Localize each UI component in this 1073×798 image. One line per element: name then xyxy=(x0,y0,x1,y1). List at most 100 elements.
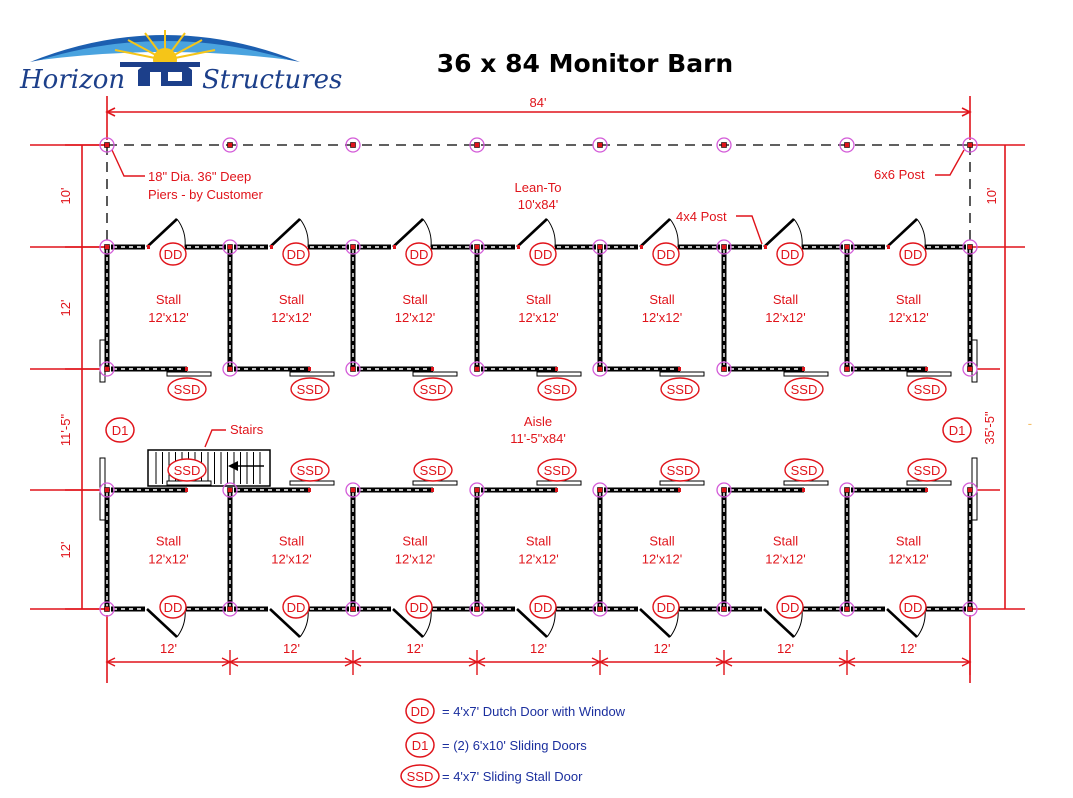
dutch-door: DD xyxy=(146,595,187,638)
dd-tag: DD xyxy=(287,600,306,615)
post xyxy=(99,361,115,377)
leanto-size: 10'x84' xyxy=(518,197,558,212)
stall-label: Stall xyxy=(649,534,674,549)
dd-tag: DD xyxy=(781,247,800,262)
post xyxy=(99,482,115,498)
stall-size: 12'x12' xyxy=(395,310,435,325)
stairs-label: Stairs xyxy=(230,422,264,437)
dim-arrow xyxy=(722,657,733,667)
post xyxy=(345,601,361,617)
stall-label: Stall xyxy=(526,534,551,549)
stall-size: 12'x12' xyxy=(642,310,682,325)
dutch-door: DD xyxy=(639,218,680,266)
ssd-tag: SSD xyxy=(667,463,694,478)
dim-arrow xyxy=(351,657,362,667)
post xyxy=(962,361,978,377)
stall-label: Stall xyxy=(896,534,921,549)
stall-size: 12'x12' xyxy=(148,310,188,325)
legend-tag: SSD xyxy=(407,769,434,784)
ssd-tag: SSD xyxy=(174,382,201,397)
stall-label: Stall xyxy=(402,534,427,549)
pier-post xyxy=(345,137,361,153)
svg-text:ˉ: ˉ xyxy=(1028,421,1032,435)
aisle-label: Aisle xyxy=(524,414,552,429)
d1-track xyxy=(99,339,106,383)
stall-label: Stall xyxy=(526,292,551,307)
dutch-door: DD xyxy=(269,218,310,266)
dutch-door: DD xyxy=(269,595,310,638)
post xyxy=(839,239,855,255)
d1-tag: D1 xyxy=(949,423,966,438)
pier-post xyxy=(99,137,115,153)
dim-left-stall-bottom: 12' xyxy=(58,542,73,559)
post xyxy=(345,361,361,377)
dim-left-stall-top: 12' xyxy=(58,300,73,317)
stall-label: Stall xyxy=(279,292,304,307)
post xyxy=(222,361,238,377)
legend-item-d1: D1 = (2) 6'x10' Sliding Doors xyxy=(405,732,587,758)
dd-tag: DD xyxy=(287,247,306,262)
ssd-tag: SSD xyxy=(297,463,324,478)
stall-size: 12'x12' xyxy=(148,552,188,567)
dutch-door: DD xyxy=(886,595,927,638)
post xyxy=(716,482,732,498)
stall-label: Stall xyxy=(402,292,427,307)
pier-post xyxy=(469,137,485,153)
dd-tag: DD xyxy=(534,247,553,262)
sliding-door-d1-right: D1 xyxy=(942,417,972,443)
dim-arrow xyxy=(961,657,972,667)
pier-post xyxy=(839,137,855,153)
dim-arrow xyxy=(475,657,486,667)
dim-bottom-width: 12' xyxy=(777,641,794,656)
dutch-door: DD xyxy=(639,595,680,638)
stall-label: Stall xyxy=(156,534,181,549)
walls xyxy=(99,244,978,612)
ssd-tag: SSD xyxy=(297,382,324,397)
sliding-stall-door: SSD xyxy=(166,458,212,492)
ssd-tag: SSD xyxy=(914,463,941,478)
dutch-door: DD xyxy=(516,218,557,266)
post xyxy=(716,361,732,377)
stall-size: 12'x12' xyxy=(888,552,928,567)
dim-left-leanto: 10' xyxy=(58,188,73,205)
stall-size: 12'x12' xyxy=(888,310,928,325)
post xyxy=(469,239,485,255)
stall-size: 12'x12' xyxy=(271,310,311,325)
page-title: 36 x 84 Monitor Barn xyxy=(437,49,733,78)
dim-bottom-width: 12' xyxy=(407,641,424,656)
dd-tag: DD xyxy=(410,600,429,615)
ssd-tag: SSD xyxy=(420,463,447,478)
post xyxy=(99,601,115,617)
post xyxy=(592,361,608,377)
post xyxy=(222,601,238,617)
dd-tag: DD xyxy=(164,247,183,262)
sliding-stall-door: SSD xyxy=(783,458,829,492)
ssd-tag: SSD xyxy=(914,382,941,397)
legend-tag: DD xyxy=(411,704,430,719)
dutch-door: DD xyxy=(392,218,433,266)
stall-size: 12'x12' xyxy=(395,552,435,567)
stall-size: 12'x12' xyxy=(271,552,311,567)
post xyxy=(962,601,978,617)
dd-tag: DD xyxy=(781,600,800,615)
stall-label: Stall xyxy=(773,292,798,307)
post xyxy=(469,482,485,498)
ssd-tag: SSD xyxy=(791,382,818,397)
post xyxy=(839,361,855,377)
post xyxy=(222,482,238,498)
dim-arrow xyxy=(845,657,856,667)
posts xyxy=(99,137,978,617)
dd-tag: DD xyxy=(164,600,183,615)
dim-bottom-width: 12' xyxy=(160,641,177,656)
dutch-door: DD xyxy=(392,595,433,638)
post xyxy=(962,239,978,255)
post xyxy=(345,239,361,255)
ssd-tag: SSD xyxy=(544,463,571,478)
sliding-stall-door: SSD xyxy=(412,367,458,401)
post xyxy=(839,601,855,617)
dim-overall-length: 84' xyxy=(530,95,547,110)
annotations: 18" Dia. 36" Deep Piers - by Customer 6x… xyxy=(111,149,965,448)
dim-bottom-width: 12' xyxy=(900,641,917,656)
